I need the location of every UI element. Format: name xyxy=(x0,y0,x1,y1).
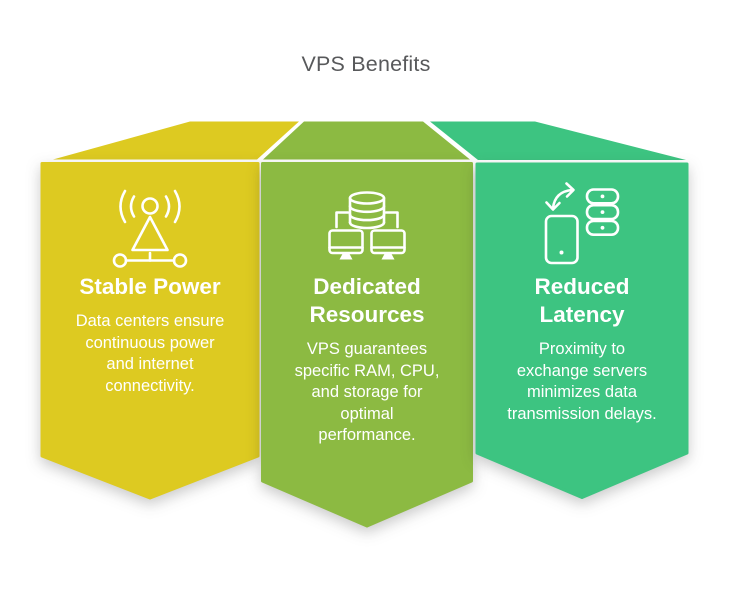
banner-text-stable-power: Stable Power Data centers ensure continu… xyxy=(42,273,258,397)
banner-top-fold xyxy=(430,121,686,160)
database-monitors-icon xyxy=(328,191,406,260)
banner-description: Proximity to exchange servers minimizes … xyxy=(507,340,657,423)
banner-body xyxy=(261,162,473,528)
banner-heading: Reduced Latency xyxy=(534,274,630,327)
phone-server-sync-icon xyxy=(544,182,620,265)
banner-heading: Stable Power xyxy=(79,274,221,299)
radio-antenna-icon xyxy=(112,189,188,268)
page-title: VPS Benefits xyxy=(301,52,431,76)
banner-heading: Dedicated Resources xyxy=(309,274,425,327)
banner-text-dedicated-resources: Dedicated Resources VPS guarantees speci… xyxy=(262,273,472,447)
banner-body xyxy=(40,162,260,500)
banner-description: Data centers ensure continuous power and… xyxy=(75,312,225,395)
banner-stable-power xyxy=(40,121,299,500)
banner-top-fold xyxy=(53,121,299,160)
banner-text-reduced-latency: Reduced Latency Proximity to exchange se… xyxy=(477,273,687,425)
banner-top-fold xyxy=(263,121,470,160)
banner-description: VPS guarantees specific RAM, CPU, and st… xyxy=(294,340,440,444)
banner-dedicated-resources xyxy=(261,121,473,528)
banner-body xyxy=(475,162,689,499)
banner-reduced-latency xyxy=(430,121,689,499)
